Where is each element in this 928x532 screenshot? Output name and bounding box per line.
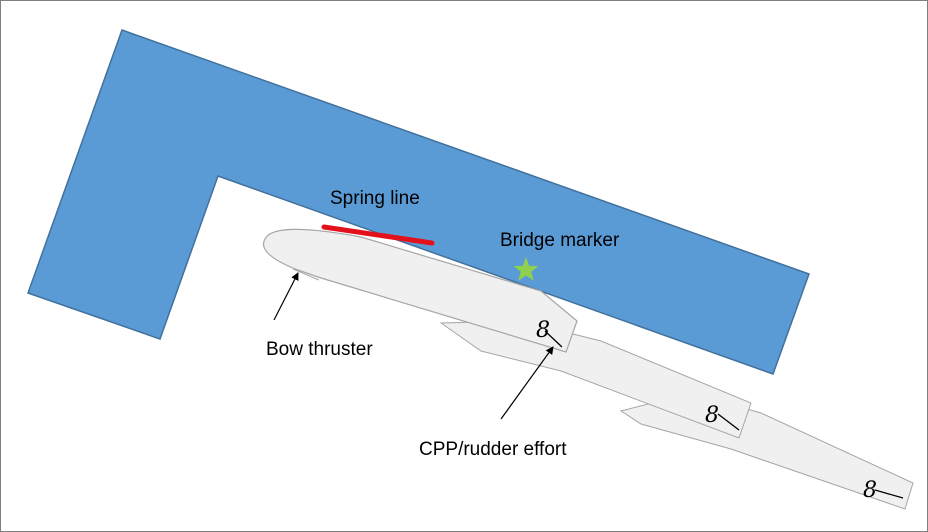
cpp-rudder-arrow: [500, 346, 554, 420]
bow-thruster-label: Bow thruster: [266, 339, 373, 360]
spring-line-label: Spring line: [330, 188, 420, 209]
spring-line-rope: [321, 224, 435, 246]
bridge-marker-label: Bridge marker: [500, 230, 620, 251]
propeller-icon-middle: 8: [705, 403, 719, 428]
propeller-icon-main: 8: [536, 318, 550, 343]
quay-structure: [27, 29, 810, 375]
bow-thruster-arrow: [273, 272, 299, 321]
bridge-marker-star-icon: [513, 257, 539, 281]
propeller-icon-far: 8: [863, 478, 877, 503]
ship-main: 8: [262, 228, 578, 353]
cpp-rudder-label: CPP/rudder effort: [419, 439, 567, 460]
ship-hull: [262, 228, 578, 353]
